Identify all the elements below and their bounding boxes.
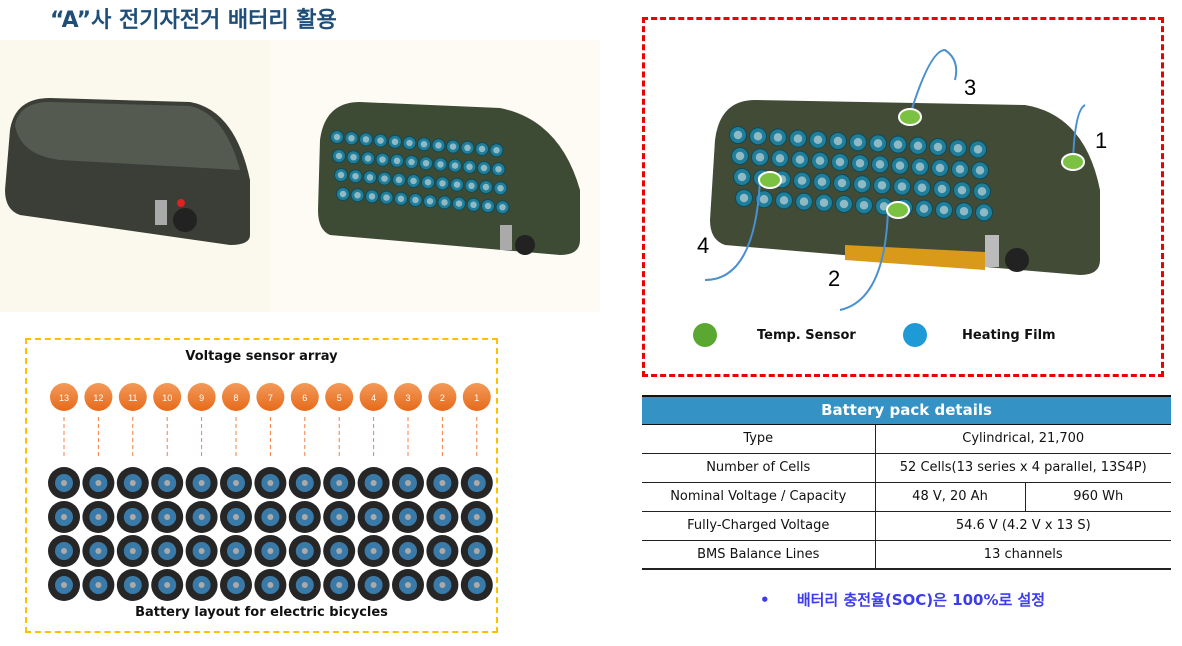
row-value: 52 Cells(13 series x 4 parallel, 13S4P) <box>875 453 1171 483</box>
voltage-sensor-9 <box>187 383 216 411</box>
temp-sensor-4 <box>758 171 782 189</box>
closed-battery-image <box>5 98 250 245</box>
voltage-sensor-8 <box>222 383 250 411</box>
voltage-sensor-number: 12 <box>93 393 103 403</box>
temp-sensor-legend-icon <box>693 323 717 347</box>
row-label: Number of Cells <box>642 453 876 483</box>
voltage-sensor-number: 13 <box>59 393 69 403</box>
temp-sensor-1 <box>1061 153 1085 171</box>
battery-layout-diagram: Voltage sensor array 13 12 11 10 9 8 7 6 5 4 3 2 1 B… <box>25 338 498 633</box>
voltage-sensor-number: 8 <box>233 393 238 403</box>
voltage-sensor-number: 7 <box>268 393 273 403</box>
row-label: Nominal Voltage / Capacity <box>642 482 876 512</box>
soc-note: • 배터리 충전율(SOC)은 100%로 설정 <box>760 589 1045 610</box>
sensor-2-wire <box>839 209 889 311</box>
voltage-sensor-10 <box>153 383 182 411</box>
sensor-4-wire <box>704 179 761 281</box>
heating-film-legend-icon <box>903 323 927 347</box>
voltage-sensor-1 <box>462 383 491 411</box>
voltage-sensor-number: 5 <box>337 393 342 403</box>
open-battery-image <box>318 102 580 255</box>
battery-sensor-illustration <box>693 48 1100 347</box>
callout-4: 4 <box>697 233 710 258</box>
battery-layout-label: Battery layout for electric bicycles <box>135 605 388 620</box>
voltage-sensor-number: 10 <box>162 393 172 403</box>
table-header: Battery pack details <box>642 395 1171 425</box>
row-value: 54.6 V (4.2 V x 13 S) <box>875 511 1171 541</box>
voltage-sensor-array-label: Voltage sensor array <box>185 349 338 364</box>
row-label: Fully-Charged Voltage <box>642 511 876 541</box>
sensor-3-wire <box>909 48 958 116</box>
voltage-sensor-3 <box>394 383 422 411</box>
temp-sensor-2 <box>886 201 910 219</box>
legend-temp-sensor: Temp. Sensor <box>757 328 856 343</box>
cell-layout-graphic: 13 12 11 10 9 8 7 6 5 4 3 2 1 <box>48 383 493 601</box>
row-value: 13 channels <box>875 540 1171 570</box>
soc-note-text: 배터리 충전율(SOC)은 100%로 설정 <box>796 591 1046 609</box>
voltage-sensor-12 <box>84 383 113 411</box>
voltage-sensor-4 <box>359 383 388 411</box>
voltage-sensor-number: 9 <box>199 393 204 403</box>
voltage-sensor-number: 6 <box>302 393 307 403</box>
row-value: 48 V, 20 Ah <box>875 482 1026 512</box>
legend-heating-film: Heating Film <box>962 328 1056 343</box>
voltage-sensor-13 <box>50 383 78 411</box>
voltage-sensor-number: 11 <box>128 393 137 403</box>
voltage-sensor-2 <box>428 383 457 411</box>
voltage-sensor-number: 4 <box>371 393 376 403</box>
voltage-sensor-5 <box>325 383 354 411</box>
row-label: Type <box>642 424 876 454</box>
callout-2: 2 <box>828 266 841 291</box>
voltage-sensor-number: 1 <box>474 393 479 403</box>
battery-photos <box>0 40 600 312</box>
callout-3: 3 <box>964 75 977 100</box>
voltage-sensor-number: 3 <box>405 393 410 403</box>
callout-1: 1 <box>1095 128 1108 153</box>
voltage-sensor-number: 2 <box>440 393 445 403</box>
row-label: BMS Balance Lines <box>642 540 876 570</box>
sensor-1-wire <box>1072 104 1086 161</box>
sensor-placement-diagram: 1 2 3 4 Temp. Sensor Heating Film <box>642 17 1164 377</box>
voltage-sensor-6 <box>290 383 319 411</box>
page-title: “A”사 전기자전거 배터리 활용 <box>50 8 337 33</box>
temp-sensor-3 <box>898 108 922 126</box>
voltage-sensor-7 <box>256 383 285 411</box>
row-value: Cylindrical, 21,700 <box>875 424 1171 454</box>
row-value-2: 960 Wh <box>1025 482 1171 512</box>
bullet: • <box>760 591 770 609</box>
voltage-sensor-11 <box>118 383 147 411</box>
